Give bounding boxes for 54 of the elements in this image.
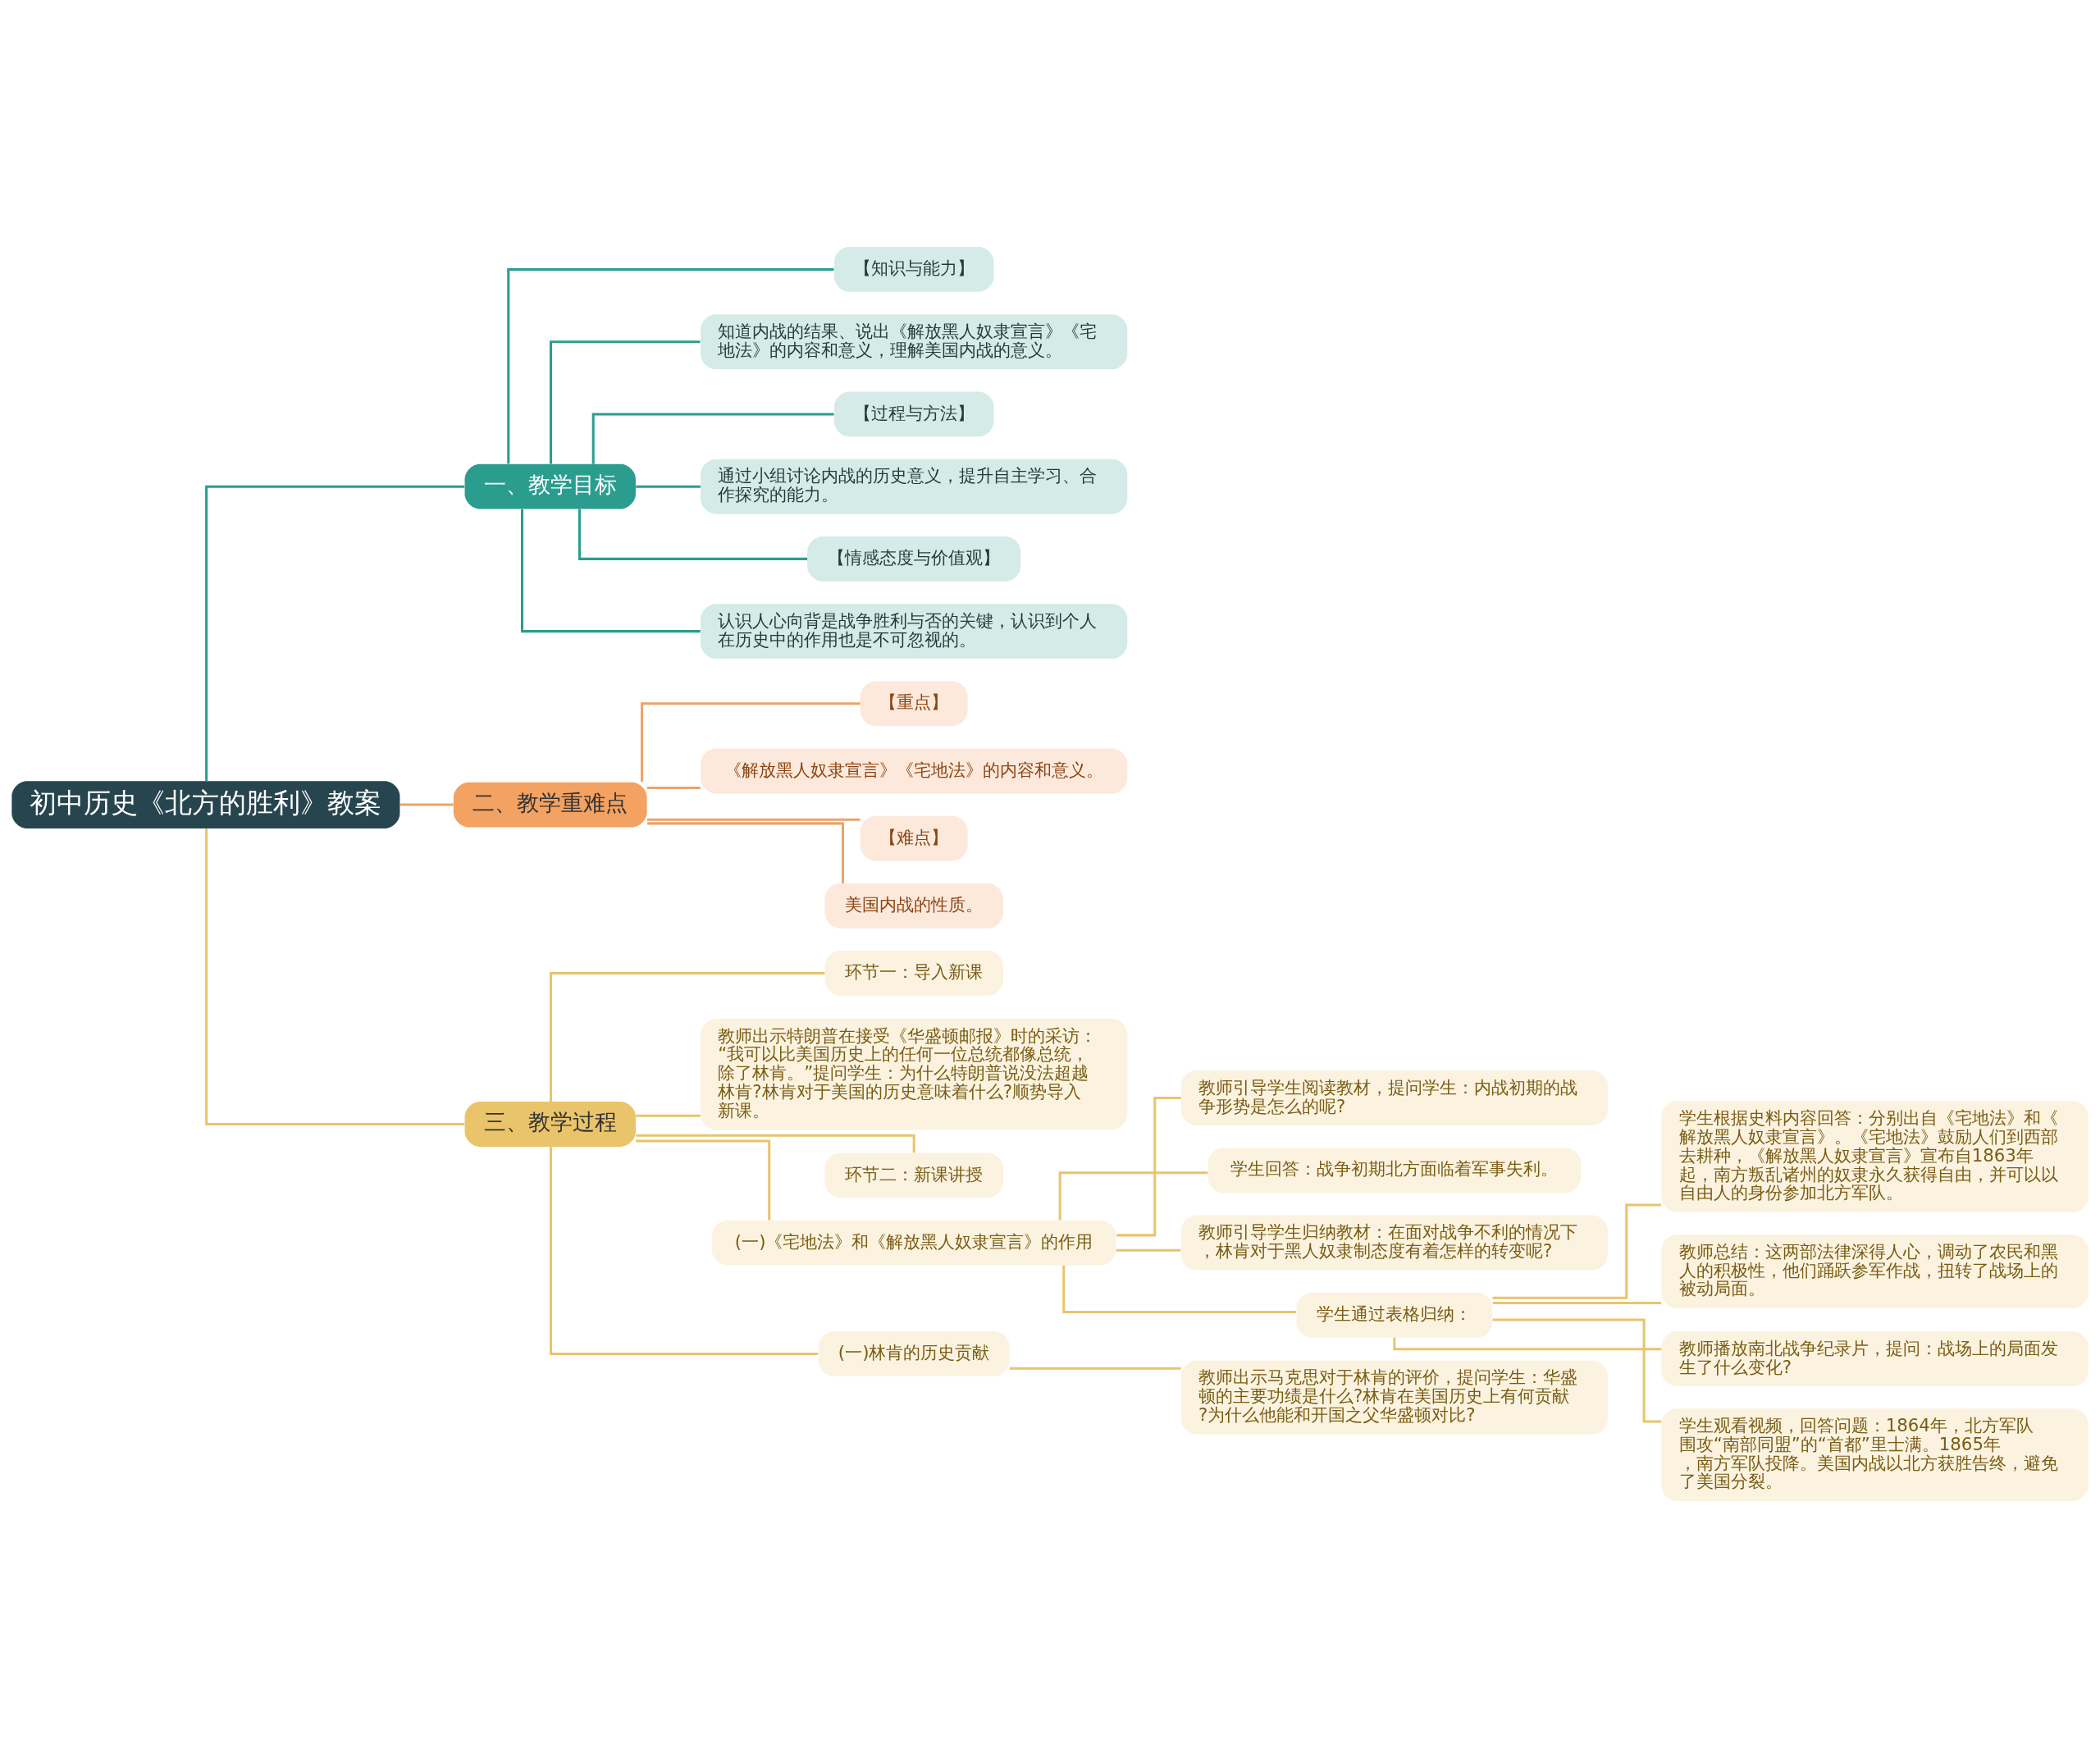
connector [507,267,834,464]
node-box: 环节二：新课讲授 [824,1152,1003,1198]
connector [521,509,701,633]
node-box: 【知识与能力】 [833,247,994,292]
node-box: 知道内战的结果、说出《解放黑人奴隶宣言》《宅地法》的内容和意义，理解美国内战的意义。 [701,314,1128,370]
node-box: 通过小组讨论内战的历史意义，提升自主学习、合作探究的能力。 [701,459,1128,514]
node-box: 【难点】 [860,815,968,861]
node-box: 教师出示马克思对于林肯的评价，提问学生：华盛顿的主要功绩是什么?林肯在美国历史上有何贡献?为什么他能和开国之父华盛顿对比? [1180,1360,1608,1435]
node-box: 美国内战的性质。 [824,883,1003,929]
connector [550,971,825,1102]
connector [1492,1203,1661,1299]
node-box: 学生通过表格归纳： [1296,1292,1493,1338]
connector [636,1139,771,1221]
connector [1492,1302,1661,1305]
node-box: 《解放黑人奴隶宣言》《宅地法》的内容和意义。 [701,748,1128,794]
connector [1058,1171,1208,1221]
connector [550,1147,819,1355]
connector [647,818,861,821]
connector [205,485,465,781]
node-box: 认识人心向背是战争胜利与否的关键，认识到个人在历史中的作用也是不可忽视的。 [701,604,1128,659]
connector [647,787,701,790]
connector [1062,1265,1296,1313]
connector [636,1114,701,1117]
connector [399,803,454,806]
node-box: 二、教学重难点 [453,782,647,828]
node-box: 三、教学过程 [464,1102,636,1147]
node-box: 教师总结：这两部法律深得人心，调动了农民和黑人的积极性，他们踊跃参军作战，扭转了战场上的被动局面。 [1661,1235,2089,1308]
connector [1393,1337,1662,1351]
node-box: 学生根据史料内容回答：分别出自《宅地法》和《解放黑人奴隶宣言》。《宅地法》鼓励人们到西部去耕种，《解放黑人奴隶宣言》宣布自1863年起，南方叛乱诸州的奴隶永久获得自由，并可以以自由人的身份参加北方军队。 [1661,1101,2089,1212]
connector [578,509,808,560]
node-box: 学生回答：战争初期北方面临着军事失利。 [1208,1148,1582,1193]
node-box: 教师引导学生阅读教材，提问学生：内战初期的战争形势是怎么的呢? [1180,1070,1608,1126]
connector [550,340,701,464]
connector [1009,1367,1181,1370]
connector [636,485,701,488]
node-box: 一、教学目标 [464,463,636,509]
node-box: (一)林肯的历史贡献 [818,1331,1010,1376]
connector [641,702,861,783]
node-box: 初中历史《北方的胜利》教案 [11,781,400,828]
node-box: 学生观看视频，回答问题：1864年，北方军队围攻“南部同盟”的“首都”里士满。1865年，南方军队投降。美国内战以北方获胜告终，避免了美国分裂。 [1661,1408,2089,1501]
connector [636,1134,915,1153]
node-box: 环节一：导入新课 [824,951,1003,996]
node-box: 【重点】 [860,681,968,727]
node-box: (一)《宅地法》和《解放黑人奴隶宣言》的作用 [711,1220,1116,1266]
node-box: 教师引导学生归纳教材：在面对战争不利的情况下，林肯对于黑人奴隶制态度有着怎样的转变呢? [1180,1215,1608,1271]
node-box: 教师播放南北战争纪录片，提问：战场上的局面发生了什么变化? [1661,1331,2089,1386]
connector [1116,1248,1181,1252]
connector [205,828,465,1126]
connector [1492,1318,1662,1423]
connector [647,822,844,883]
node-box: 教师出示特朗普在接受《华盛顿邮报》时的采访：“我可以比美国历史上的任何一位总统都像总统，除了林肯。”提问学生：为什么特朗普说没法超越林肯?林肯对于美国的历史意味着什么?顺势导入新课。 [701,1018,1128,1130]
node-box: 【情感态度与价值观】 [807,536,1021,582]
connector [591,413,834,464]
node-box: 【过程与方法】 [833,391,994,437]
